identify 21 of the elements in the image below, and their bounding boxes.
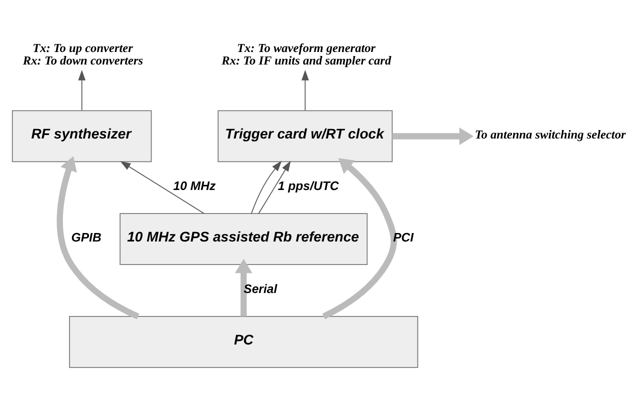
- edge-label: GPIB: [71, 230, 102, 244]
- arrow: [78, 70, 86, 111]
- arrow: [392, 128, 474, 145]
- node-box: PC: [69, 316, 418, 368]
- node-box: Trigger card w/RT clock: [218, 110, 393, 162]
- arrow: [120, 161, 204, 214]
- arrow: [251, 160, 282, 214]
- edge-label: 10 MHz: [173, 179, 216, 194]
- edge-label: PCI: [393, 230, 414, 244]
- edge-label: 1 pps/UTC: [278, 179, 339, 194]
- node-text: Tx: To up converter Rx: To down converters: [22, 41, 144, 68]
- edge-label: Serial: [244, 282, 278, 296]
- node-box: 10 MHz GPS assisted Rb reference: [120, 213, 368, 266]
- node-text: To antenna switching selector: [474, 128, 626, 142]
- arrow: [258, 160, 291, 214]
- arrow: [301, 70, 309, 111]
- arrow: [322, 158, 397, 320]
- arrow: [234, 258, 252, 316]
- arrow: [56, 156, 140, 320]
- node-text: Tx: To waveform generator Rx: To IF units and sampler card: [222, 41, 392, 68]
- node-box: RF synthesizer: [12, 110, 152, 162]
